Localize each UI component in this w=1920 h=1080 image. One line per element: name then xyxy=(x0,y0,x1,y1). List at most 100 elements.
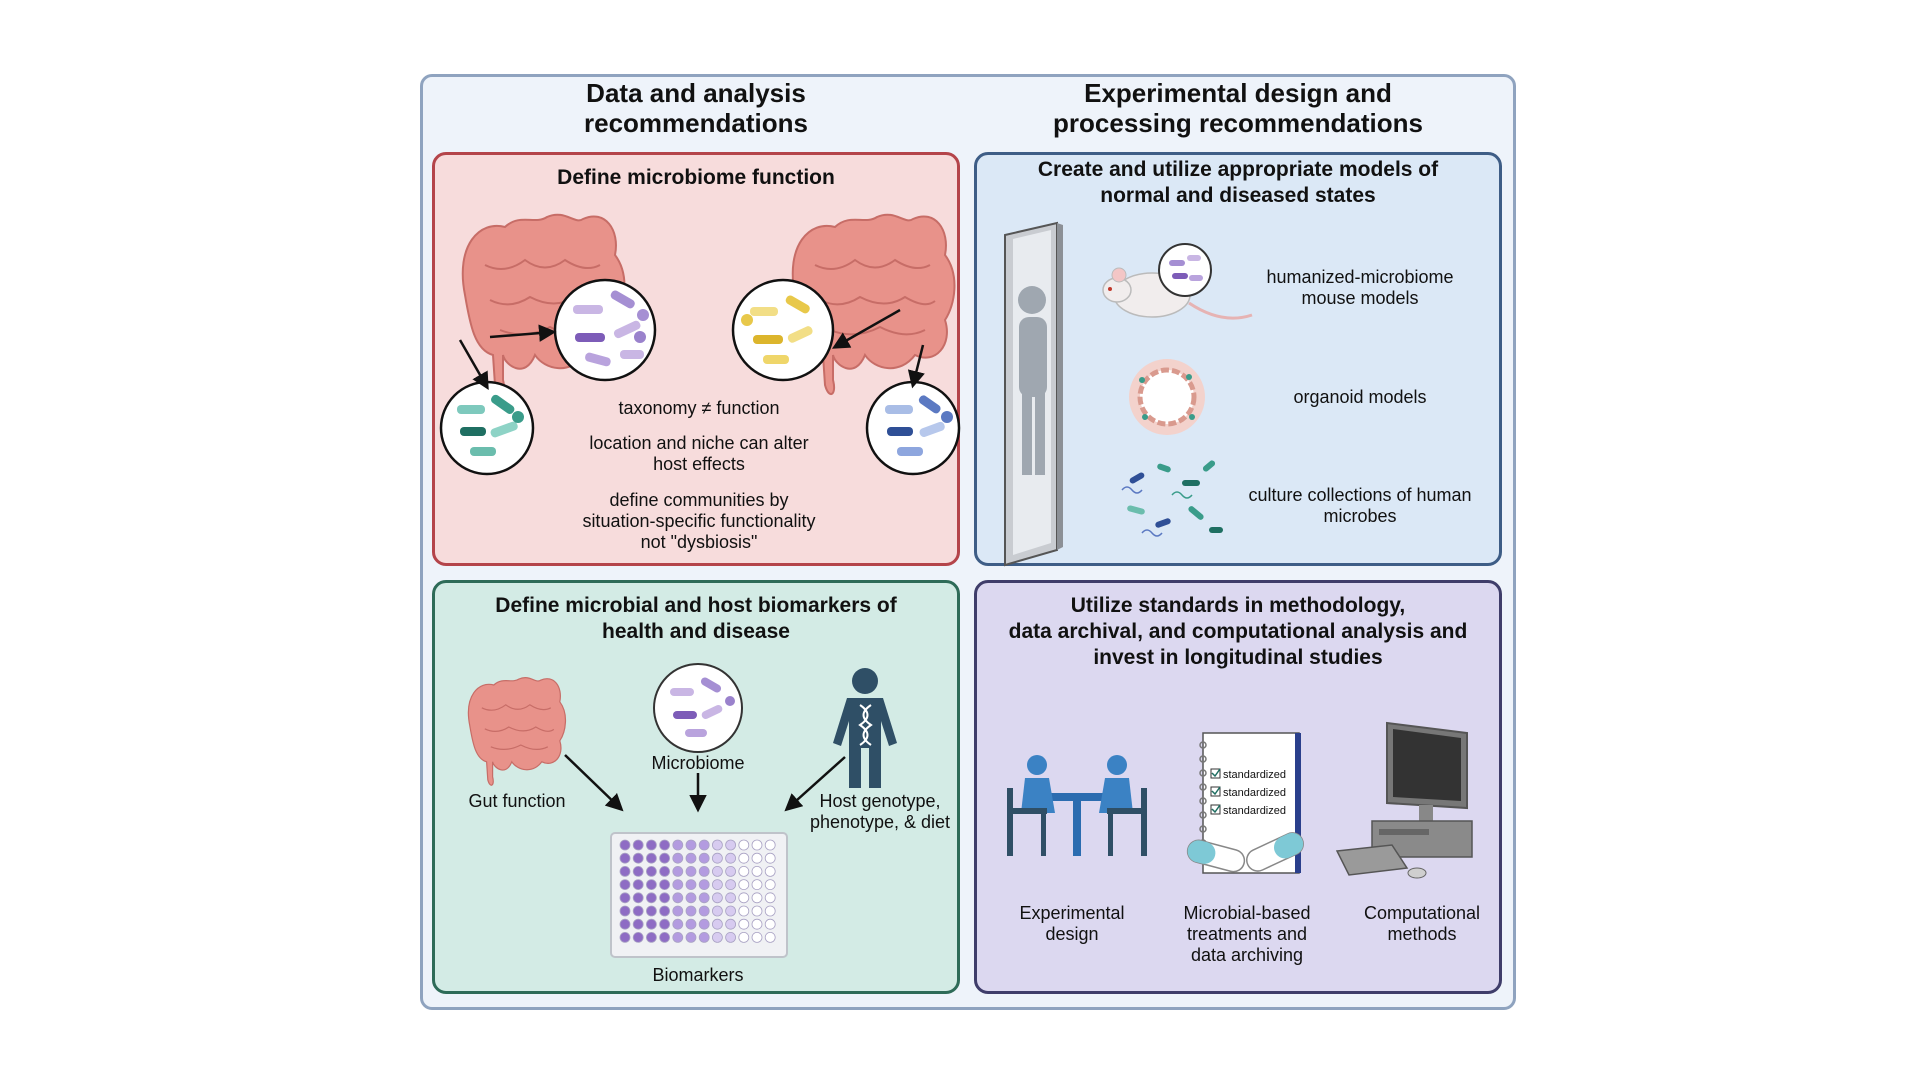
capsules-icon xyxy=(1186,832,1304,873)
panel-title: Define microbial and host biomarkers of … xyxy=(495,594,897,643)
plate-well xyxy=(711,892,723,904)
panel-biomarkers: Define microbial and host biomarkers of … xyxy=(432,580,960,994)
plate-well xyxy=(698,931,710,943)
plate-well xyxy=(751,918,763,930)
plate-well xyxy=(632,905,644,917)
panel-title: Create and utilize appropriate models of… xyxy=(1037,158,1439,207)
plate-well xyxy=(698,839,710,851)
arrow-icon xyxy=(784,756,846,812)
plate-well xyxy=(685,839,697,851)
well-plate-icon xyxy=(610,832,788,958)
plate-well xyxy=(764,931,776,943)
plate-well xyxy=(672,918,684,930)
plate-well xyxy=(764,918,776,930)
organoid-models-label: organoid models xyxy=(1293,387,1427,407)
plate-well xyxy=(711,931,723,943)
panel-title: Define microbiome function xyxy=(557,166,835,189)
models-illustration xyxy=(1004,221,1253,567)
plate-well xyxy=(738,905,750,917)
culture-collections-label: culture collections of human microbes xyxy=(1248,485,1472,526)
plate-well xyxy=(764,865,776,877)
plate-well xyxy=(672,839,684,851)
arrow-icon xyxy=(907,344,925,389)
plate-well xyxy=(711,852,723,864)
experimental-design-meeting-icon xyxy=(1007,755,1147,856)
plate-well xyxy=(619,905,631,917)
yellow-microbes-circle-icon xyxy=(731,278,835,382)
plate-well xyxy=(632,865,644,877)
standards-illustration xyxy=(1007,721,1473,879)
taxonomy-function-text: taxonomy ≠ function xyxy=(618,398,780,418)
arrow-icon xyxy=(458,339,489,391)
plate-well xyxy=(619,918,631,930)
plate-well xyxy=(725,905,737,917)
plate-well xyxy=(764,892,776,904)
plate-well xyxy=(685,892,697,904)
microbiome-circle-icon xyxy=(653,663,743,753)
mouse-models-label: humanized-microbiome mouse models xyxy=(1266,267,1454,308)
microbiome-label: Microbiome xyxy=(651,753,745,773)
plate-well xyxy=(645,918,657,930)
plate-well xyxy=(751,879,763,891)
plate-well xyxy=(672,892,684,904)
biomarkers-label: Biomarkers xyxy=(652,965,744,985)
panel-models: Create and utilize appropriate models of… xyxy=(974,152,1502,567)
plate-well xyxy=(619,931,631,943)
plate-well xyxy=(632,839,644,851)
plate-well xyxy=(738,865,750,877)
plate-well xyxy=(619,865,631,877)
plate-well xyxy=(751,839,763,851)
organoid-icon xyxy=(1129,359,1205,435)
plate-well xyxy=(672,879,684,891)
plate-well xyxy=(764,879,776,891)
treatments-archiving-label: Microbial-based treatments and data arch… xyxy=(1183,903,1311,965)
plate-well xyxy=(725,839,737,851)
plate-well xyxy=(645,879,657,891)
plate-well xyxy=(738,892,750,904)
plate-well xyxy=(659,931,671,943)
plate-well xyxy=(645,852,657,864)
plate-well xyxy=(632,879,644,891)
blue-microbes-circle-icon xyxy=(865,380,961,476)
plate-well xyxy=(698,905,710,917)
plate-well xyxy=(619,852,631,864)
plate-well xyxy=(764,905,776,917)
plate-well xyxy=(698,892,710,904)
plate-well xyxy=(672,865,684,877)
plate-well xyxy=(685,879,697,891)
plate-well xyxy=(645,839,657,851)
plate-well xyxy=(738,852,750,864)
plate-well xyxy=(738,918,750,930)
plate-well xyxy=(645,905,657,917)
culture-microbes-icon xyxy=(1121,460,1223,537)
arrow-icon xyxy=(831,308,901,349)
define-communities-text: define communities by situation-specific… xyxy=(582,490,816,552)
plate-well xyxy=(672,931,684,943)
plate-well xyxy=(711,839,723,851)
plate-well xyxy=(619,839,631,851)
plate-well xyxy=(711,918,723,930)
computer-icon xyxy=(1335,721,1473,879)
plate-well xyxy=(632,852,644,864)
plate-well xyxy=(725,852,737,864)
plate-well xyxy=(685,931,697,943)
plate-well xyxy=(738,839,750,851)
plate-well xyxy=(659,852,671,864)
experimental-design-label: Experimental design xyxy=(1019,903,1125,944)
plate-well xyxy=(751,892,763,904)
panel-standards: Utilize standards in methodology, data a… xyxy=(974,580,1502,994)
plate-well xyxy=(632,931,644,943)
location-niche-text: location and niche can alter host effect… xyxy=(589,433,809,474)
plate-well xyxy=(632,918,644,930)
plate-well xyxy=(751,905,763,917)
plate-well xyxy=(659,839,671,851)
arrow-icon xyxy=(489,324,557,342)
plate-well xyxy=(711,865,723,877)
plate-well xyxy=(725,918,737,930)
mouse-icon xyxy=(1102,243,1253,320)
plate-well xyxy=(698,918,710,930)
plate-well xyxy=(659,892,671,904)
plate-well xyxy=(725,892,737,904)
human-model-panel-icon xyxy=(1004,221,1063,567)
plate-well xyxy=(711,879,723,891)
